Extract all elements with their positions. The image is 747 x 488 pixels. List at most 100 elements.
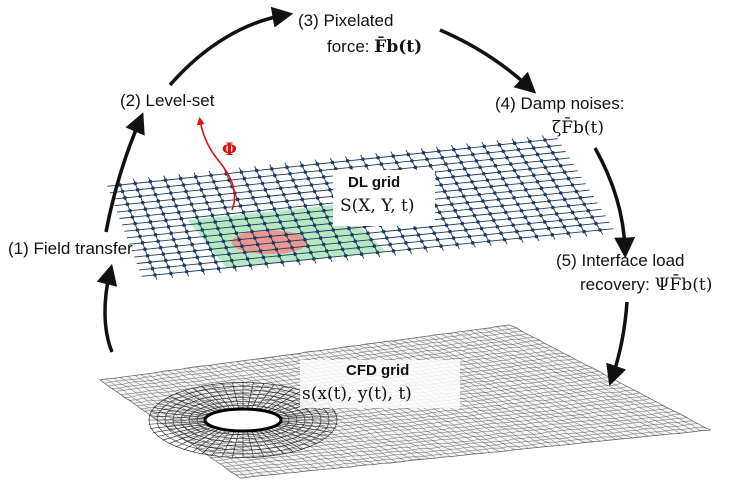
dl-grid-node <box>161 212 166 216</box>
dl-grid-node <box>291 212 295 216</box>
dl-grid-node <box>248 263 253 268</box>
dl-grid-node <box>244 216 249 221</box>
dl-grid-node <box>434 204 438 208</box>
dl-grid-node <box>217 192 222 197</box>
cfd-mesh-line <box>461 331 656 436</box>
dl-grid-node <box>451 175 455 179</box>
dl-grid-node <box>462 167 467 171</box>
dl-grid-node <box>499 231 503 236</box>
dl-grid-node <box>216 226 220 231</box>
dl-grid-node <box>356 245 361 250</box>
dl-grid-node <box>325 181 329 186</box>
dl-grid-node <box>156 199 160 203</box>
dl-grid-node <box>196 181 201 186</box>
dl-grid-node <box>280 260 284 264</box>
dl-grid-node <box>531 200 536 205</box>
dl-grid-node <box>205 200 209 205</box>
dl-grid-node <box>515 229 519 234</box>
dl-grid-node <box>195 215 199 219</box>
dl-grid-node <box>263 188 268 192</box>
dl-grid-node <box>388 242 392 247</box>
dl-grid-node <box>253 236 257 240</box>
cfd-radial-line <box>150 422 206 429</box>
cfd-mesh-line <box>392 340 576 444</box>
dl-grid-node <box>486 151 490 155</box>
dl-grid-node <box>241 210 246 215</box>
dl-grid-node <box>528 167 532 171</box>
cfd-ring <box>164 389 322 451</box>
cfd-radial-line <box>263 429 294 453</box>
dl-grid-node <box>504 183 509 187</box>
dl-grid-node <box>166 184 170 189</box>
cfd-mesh-line <box>202 401 657 452</box>
dl-grid-node <box>446 196 451 200</box>
dl-grid-node <box>547 144 551 149</box>
dl-grid-node <box>524 160 528 165</box>
dl-grid-node <box>264 261 269 266</box>
dl-grid-node <box>309 183 314 187</box>
dl-grid-node <box>133 181 137 186</box>
dl-grid-node <box>306 210 311 215</box>
dl-grid-node <box>497 143 502 147</box>
step-4-label-line1: (4) Damp noises: <box>495 94 625 113</box>
dl-grid-node <box>516 175 521 179</box>
dl-grid-node <box>130 215 135 219</box>
dl-grid-node <box>239 170 244 174</box>
dl-grid-node <box>337 241 342 245</box>
dl-grid-node <box>449 202 454 207</box>
dl-grid-node <box>293 252 297 256</box>
dl-grid-node <box>555 184 559 189</box>
dl-grid-node <box>489 157 494 162</box>
dl-grid-node <box>202 194 206 199</box>
dl-grid-node <box>467 146 471 150</box>
cfd-radial-line <box>153 423 208 433</box>
dl-grid-node <box>385 236 389 240</box>
dl-grid-node <box>232 265 237 269</box>
dl-grid-node <box>484 205 489 210</box>
dl-grid-node <box>278 220 283 224</box>
dl-grid-node <box>535 179 540 184</box>
cfd-mesh-line <box>219 413 680 465</box>
dl-grid-node <box>470 152 475 157</box>
dl-grid-node <box>400 234 405 239</box>
dl-grid-node <box>297 191 302 195</box>
dl-grid-node <box>425 157 429 162</box>
dl-grid-node <box>435 237 440 242</box>
dl-grid-node <box>508 189 513 194</box>
dl-grid-node <box>547 199 551 203</box>
dl-grid-node <box>128 208 132 213</box>
dl-grid-node <box>325 215 329 219</box>
cfd-radial-line <box>148 415 206 420</box>
dl-grid-node <box>309 250 313 255</box>
cfd-mesh-line <box>235 426 705 476</box>
dl-grid-node <box>435 176 440 181</box>
cfd-mesh-line <box>262 357 429 459</box>
dl-grid-node <box>444 162 448 166</box>
cfd-mesh-line <box>198 398 651 450</box>
dl-grid-node <box>254 202 258 207</box>
dl-grid-node <box>169 191 173 195</box>
dl-grid-node <box>350 233 354 237</box>
dl-grid-node <box>281 226 286 231</box>
dl-grid-node <box>259 215 264 219</box>
dl-grid-node <box>381 229 386 234</box>
dl-grid-node <box>465 200 470 205</box>
dl-grid-node <box>224 245 228 250</box>
dl-grid-node <box>413 226 417 231</box>
cfd-radial-line <box>157 424 209 437</box>
dl-grid-node <box>177 250 181 255</box>
cfd-grid-formula: s(x(t), y(t), t) <box>302 384 412 404</box>
phi-arrow <box>196 116 236 211</box>
dl-grid-node <box>306 244 310 248</box>
cfd-mesh-line <box>483 328 680 434</box>
dl-grid-node <box>478 165 482 170</box>
dl-grid-node <box>482 144 487 149</box>
dl-grid-node <box>221 239 226 244</box>
dl-grid-node <box>161 252 166 256</box>
dl-grid-node <box>497 170 501 174</box>
dl-grid-node <box>479 226 484 231</box>
cfd-radial-line <box>272 426 318 444</box>
cfd-mesh-line <box>475 329 672 435</box>
dl-grid-node <box>199 188 204 192</box>
dl-grid-node <box>456 215 461 219</box>
